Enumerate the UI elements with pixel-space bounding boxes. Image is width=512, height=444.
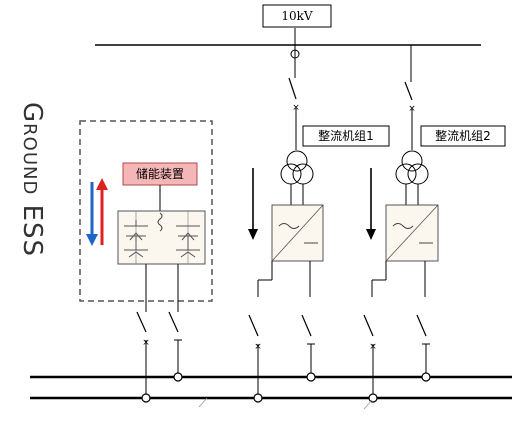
rectifier-unit-2: × 整流机组2 × — [363, 45, 506, 398]
bus-node — [173, 372, 183, 382]
ess-enclosure — [79, 120, 213, 302]
transformer-icon — [280, 150, 314, 185]
discharge-arrow-icon — [86, 182, 98, 246]
bus-node — [368, 393, 378, 403]
bus-node — [421, 372, 431, 382]
converter-icon — [385, 204, 439, 262]
rectifier-unit-1: × 整流机组1 × — [248, 45, 390, 398]
voltage-label: 10kV — [281, 9, 313, 23]
rectifier-label-2: 整流机组2 — [435, 128, 491, 143]
bus-node — [306, 372, 316, 382]
voltage-box — [262, 4, 332, 28]
rectifier-label-1: 整流机组1 — [318, 128, 374, 143]
bus-node — [141, 393, 151, 403]
switch-icon — [168, 311, 182, 373]
storage-device-label: 储能装置 — [136, 166, 184, 181]
converter-icon — [271, 204, 324, 262]
charge-arrow-icon — [96, 178, 108, 245]
bus-node — [253, 393, 263, 403]
transformer-icon — [395, 150, 429, 185]
inverter-icon — [117, 210, 206, 265]
switch-icon: × — [136, 311, 150, 397]
power-flow-arrow-icon — [366, 168, 376, 240]
power-flow-arrow-icon — [248, 168, 258, 240]
side-title: Ground ESS — [17, 102, 47, 257]
